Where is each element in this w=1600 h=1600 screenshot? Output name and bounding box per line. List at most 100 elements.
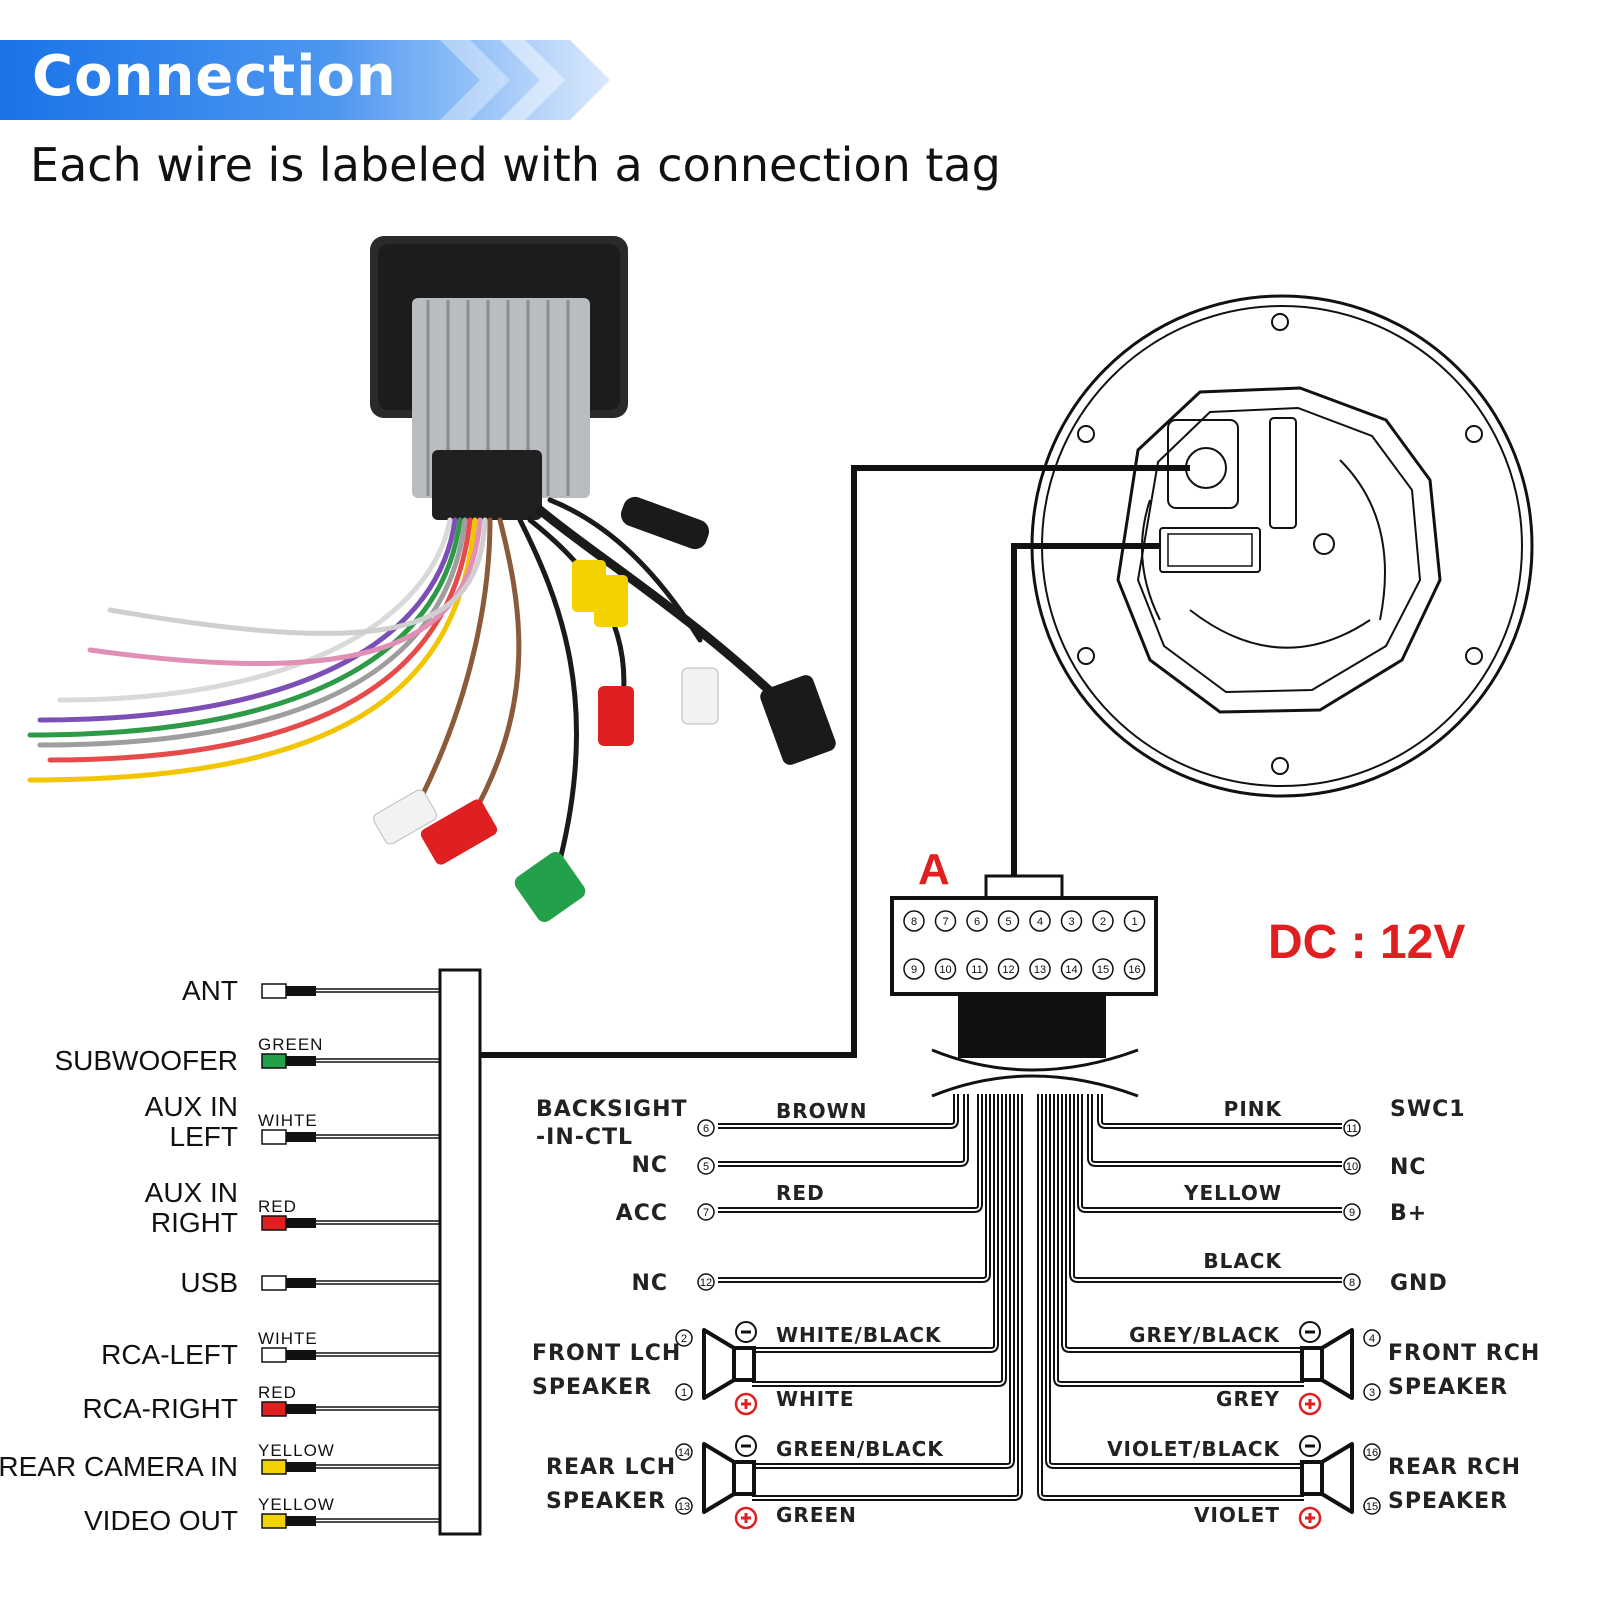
svg-text:15: 15 <box>1366 1501 1378 1513</box>
svg-text:3: 3 <box>1068 916 1074 928</box>
svg-text:REAR LCH: REAR LCH <box>546 1455 676 1480</box>
rca-plug-icon <box>261 1129 287 1145</box>
svg-text:2: 2 <box>1100 916 1106 928</box>
speaker-pin-4: 4 <box>1363 1329 1381 1347</box>
voltage-label: DC : 12V <box>1268 916 1465 969</box>
wire-pin-8: 8 <box>1343 1273 1361 1291</box>
svg-text:VIOLET: VIOLET <box>1194 1503 1280 1527</box>
rca-plug-icon <box>261 1401 287 1417</box>
left-wire-labels: BACKSIGHT -IN-CTL NC ACC NC BROWN RED <box>536 1097 866 1296</box>
cable-row-7: REAR CAMERA IN YELLOW <box>0 1441 440 1482</box>
speaker-pin-3: 3 <box>1363 1383 1381 1401</box>
svg-text:7: 7 <box>703 1207 709 1219</box>
svg-text:WHITE: WHITE <box>776 1387 855 1411</box>
svg-text:4: 4 <box>1037 916 1043 928</box>
svg-text:5: 5 <box>1005 916 1011 928</box>
cable-name: SUBWOOFER <box>54 1045 238 1076</box>
cable-row-1: SUBWOOFER GREEN <box>54 1035 440 1076</box>
svg-text:NC: NC <box>1390 1155 1427 1180</box>
plus-icon <box>734 1392 758 1416</box>
page-title: Connection <box>32 44 397 109</box>
speaker-pin-13: 13 <box>675 1497 693 1515</box>
svg-text:FRONT RCH: FRONT RCH <box>1388 1341 1540 1366</box>
cable-name: LEFT <box>170 1121 238 1152</box>
rca-plug-body <box>286 1350 316 1360</box>
speaker-pin-2: 2 <box>675 1329 693 1347</box>
rca-plug-icon <box>261 1215 287 1231</box>
connector-pin-10: 10 <box>934 958 957 980</box>
connector-pin-2: 2 <box>1092 910 1114 932</box>
plus-icon <box>734 1506 758 1530</box>
svg-text:VIOLET/BLACK: VIOLET/BLACK <box>1107 1437 1280 1461</box>
svg-text:12: 12 <box>1002 964 1014 976</box>
cable-name: RIGHT <box>151 1207 238 1238</box>
svg-text:9: 9 <box>1349 1207 1355 1219</box>
minus-icon <box>735 1321 757 1343</box>
front-right-speaker-icon: 43 <box>1298 1321 1381 1416</box>
cable-name: AUX IN <box>145 1091 238 1122</box>
svg-text:9: 9 <box>911 964 917 976</box>
wire-pin-10: 10 <box>1343 1157 1361 1175</box>
connector-pin-11: 11 <box>966 958 988 980</box>
svg-text:11: 11 <box>1346 1123 1357 1135</box>
svg-text:SPEAKER: SPEAKER <box>1388 1489 1508 1514</box>
svg-text:GREY: GREY <box>1216 1387 1280 1411</box>
svg-text:10: 10 <box>1346 1161 1358 1173</box>
connector-pin-9: 9 <box>903 958 925 980</box>
cable-row-4: USB <box>180 1267 440 1298</box>
svg-text:6: 6 <box>703 1123 709 1135</box>
svg-text:2: 2 <box>681 1333 687 1345</box>
rca-plug-icon <box>261 1513 287 1529</box>
svg-text:10: 10 <box>939 964 951 976</box>
cable-color-tag: WIHTE <box>258 1111 318 1130</box>
cable-color-tag: RED <box>258 1197 297 1216</box>
svg-text:4: 4 <box>1369 1333 1375 1345</box>
cable-color-tag: GREEN <box>258 1035 323 1054</box>
header-banner <box>0 40 610 120</box>
connection-lines <box>480 465 1190 1058</box>
svg-text:8: 8 <box>911 916 917 928</box>
connector-pin-1: 1 <box>1123 910 1146 932</box>
svg-text:6: 6 <box>974 916 980 928</box>
wire-pin-6: 6 <box>697 1119 715 1137</box>
connector-pin-7: 7 <box>934 910 957 932</box>
svg-text:SPEAKER: SPEAKER <box>532 1375 652 1400</box>
rca-plug-body <box>286 1132 316 1142</box>
svg-text:8: 8 <box>1349 1277 1355 1289</box>
cable-row-0: ANT <box>182 975 440 1006</box>
cable-color-tag: YELLOW <box>258 1441 335 1460</box>
rca-plug-body <box>286 1404 316 1414</box>
connector-label: A <box>918 845 950 894</box>
svg-text:16: 16 <box>1366 1447 1378 1459</box>
svg-text:14: 14 <box>1065 964 1077 976</box>
svg-text:YELLOW: YELLOW <box>1183 1181 1282 1205</box>
speaker-pin-1: 1 <box>675 1383 693 1401</box>
minus-icon <box>1299 1321 1321 1343</box>
svg-text:15: 15 <box>1097 964 1109 976</box>
wire-pin-12: 12 <box>697 1273 715 1291</box>
rca-plug-icon <box>261 1459 287 1475</box>
svg-text:BLACK: BLACK <box>1203 1249 1282 1273</box>
right-wire-labels: SWC1 NC B+ GND PINK YELLOW BLACK <box>1183 1097 1465 1296</box>
head-unit-photo <box>27 236 836 923</box>
connector-pin-4: 4 <box>1029 910 1051 932</box>
connector-pin-3: 3 <box>1060 910 1083 932</box>
connector-pin-8: 8 <box>903 910 925 932</box>
svg-text:NC: NC <box>631 1153 668 1178</box>
cable-name: RCA-RIGHT <box>82 1393 238 1424</box>
svg-text:B+: B+ <box>1390 1201 1427 1226</box>
rca-plug-body <box>286 1218 316 1228</box>
svg-text:16: 16 <box>1128 964 1140 976</box>
rca-plug-body <box>286 1278 316 1288</box>
svg-text:WHITE/BLACK: WHITE/BLACK <box>776 1323 942 1347</box>
svg-text:14: 14 <box>678 1447 690 1459</box>
svg-text:ACC: ACC <box>616 1201 668 1226</box>
connector-pin-13: 13 <box>1029 958 1051 980</box>
svg-text:PINK: PINK <box>1224 1097 1283 1121</box>
cable-name: REAR CAMERA IN <box>0 1451 238 1482</box>
rca-plug-body <box>286 986 316 996</box>
